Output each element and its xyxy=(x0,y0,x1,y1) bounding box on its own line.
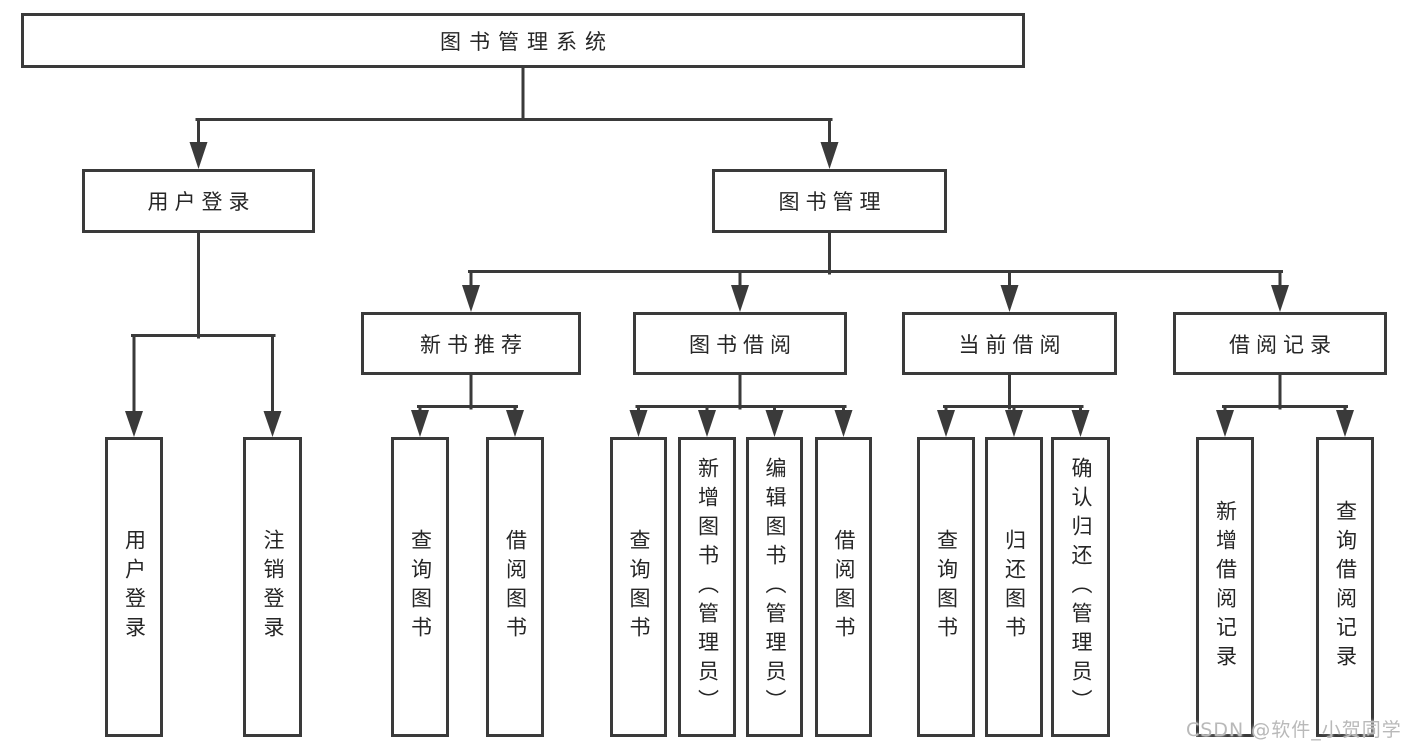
node-label: 归还图书 xyxy=(1002,529,1027,645)
arrowheads xyxy=(125,142,1354,437)
leaf-logout: 注销登录 xyxy=(243,437,302,737)
node-library-management-system: 图书管理系统 xyxy=(21,13,1025,68)
node-label: 新书推荐 xyxy=(420,332,528,357)
node-label: 当前借阅 xyxy=(958,332,1067,357)
leaf-query-books-recommend: 查询图书 xyxy=(391,437,449,737)
node-user-login: 用户登录 xyxy=(82,169,315,233)
node-label: 查询图书 xyxy=(934,529,959,645)
leaf-borrow-books-recommend: 借阅图书 xyxy=(486,437,544,737)
leaf-return-books: 归还图书 xyxy=(985,437,1043,737)
node-label: 查询图书 xyxy=(408,529,433,645)
leaf-user-login: 用户登录 xyxy=(105,437,163,737)
node-label: 图书管理系统 xyxy=(440,29,614,54)
node-label: 用户登录 xyxy=(147,190,256,214)
node-new-book-recommendation: 新书推荐 xyxy=(361,312,581,375)
node-label: 用户登录 xyxy=(122,529,147,645)
node-label: 编辑图书（管理员） xyxy=(763,456,788,718)
leaf-add-borrow-record: 新增借阅记录 xyxy=(1196,437,1254,737)
leaf-query-books-borrowing: 查询图书 xyxy=(610,437,667,737)
node-borrowing-records: 借阅记录 xyxy=(1173,312,1387,375)
leaf-borrow-books: 借阅图书 xyxy=(815,437,872,737)
node-label: 查询图书 xyxy=(627,529,652,645)
node-label: 借阅图书 xyxy=(832,529,857,645)
node-book-management: 图书管理 xyxy=(712,169,947,233)
node-label: 新增借阅记录 xyxy=(1213,500,1238,674)
node-current-borrowing: 当前借阅 xyxy=(902,312,1117,375)
node-label: 注销登录 xyxy=(261,529,286,645)
node-label: 新增图书（管理员） xyxy=(695,456,720,718)
node-label: 图书管理 xyxy=(778,190,887,214)
node-book-borrowing: 图书借阅 xyxy=(633,312,847,375)
csdn-watermark: CSDN @软件_小贺同学 xyxy=(1186,719,1402,741)
leaf-query-books-current: 查询图书 xyxy=(917,437,975,737)
node-label: 查询借阅记录 xyxy=(1333,500,1358,674)
node-label: 借阅图书 xyxy=(503,529,528,645)
leaf-query-borrow-record: 查询借阅记录 xyxy=(1316,437,1374,737)
leaf-add-books-admin: 新增图书（管理员） xyxy=(678,437,736,737)
node-label: 借阅记录 xyxy=(1229,332,1337,357)
leaf-edit-books-admin: 编辑图书（管理员） xyxy=(746,437,803,737)
node-label: 图书借阅 xyxy=(689,332,797,357)
node-label: 确认归还（管理员） xyxy=(1069,456,1094,718)
leaf-confirm-return-admin: 确认归还（管理员） xyxy=(1051,437,1110,737)
